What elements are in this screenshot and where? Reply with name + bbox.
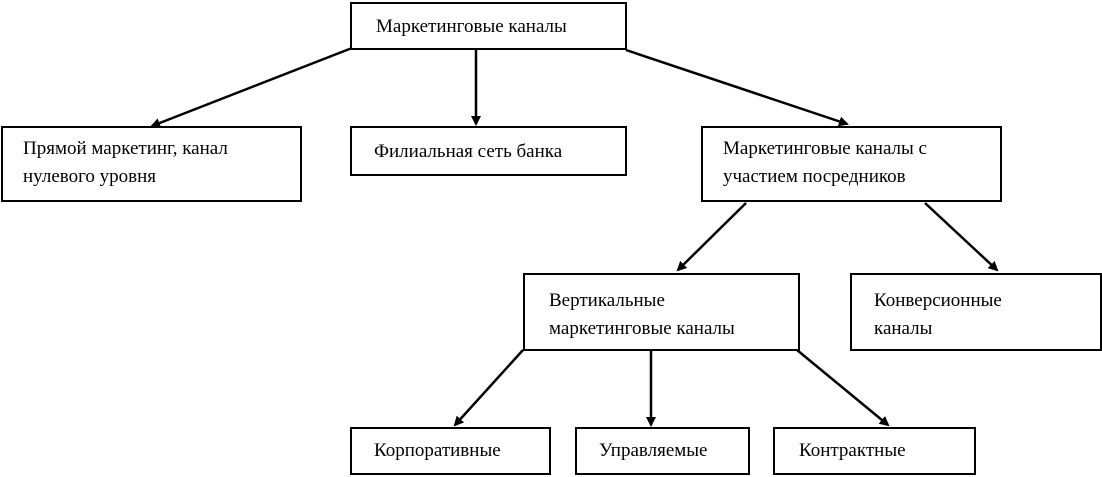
node-label: Прямой маркетинг, канал нулевого уровня [23, 138, 228, 187]
node-direct-marketing: Прямой маркетинг, канал нулевого уровня [1, 126, 302, 202]
node-marketing-channels: Маркетинговые каналы [350, 2, 627, 50]
node-label: Маркетинговые каналы с участием посредни… [723, 138, 927, 187]
node-label: Филиальная сеть банка [374, 141, 563, 162]
node-intermediary-channels: Маркетинговые каналы с участием посредни… [701, 126, 1002, 202]
node-label: Корпоративные [374, 440, 501, 461]
node-label: Конверсионные каналы [874, 290, 1002, 339]
node-managed: Управляемые [575, 427, 750, 475]
arrow-vertical-to-corporate [453, 349, 524, 427]
arrow-root-to-intermediary [625, 48, 849, 127]
node-contract: Контрактные [773, 427, 976, 475]
arrow-intermediary-to-conversion [924, 202, 999, 272]
node-branch-network: Филиальная сеть банка [350, 126, 627, 176]
node-label: Вертикальные маркетинговые каналы [549, 290, 735, 339]
arrow-intermediary-to-vertical [676, 202, 747, 272]
node-label: Контрактные [799, 440, 906, 461]
node-corporate: Корпоративные [350, 427, 551, 475]
node-vertical-channels: Вертикальные маркетинговые каналы [523, 273, 800, 351]
arrow-vertical-to-contract [796, 349, 890, 427]
node-label: Маркетинговые каналы [376, 16, 567, 37]
arrow-root-to-direct [150, 46, 353, 128]
node-label: Управляемые [599, 440, 708, 461]
node-conversion-channels: Конверсионные каналы [850, 273, 1102, 351]
